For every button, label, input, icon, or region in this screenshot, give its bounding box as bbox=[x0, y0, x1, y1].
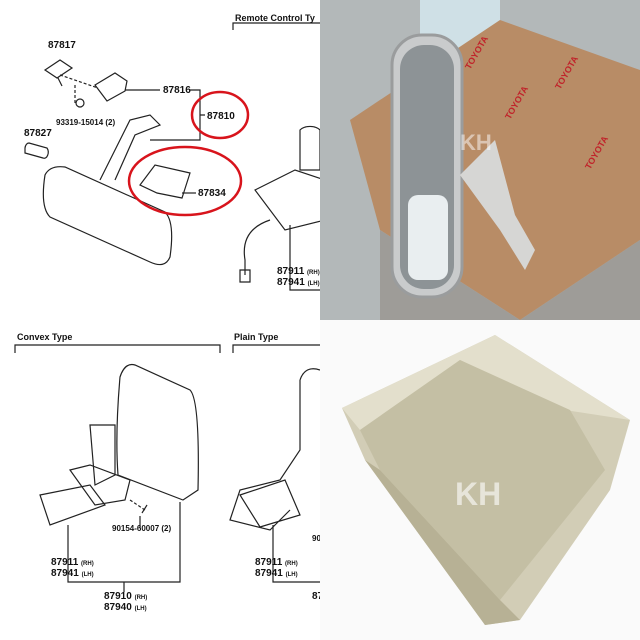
part-number-value: 87911 bbox=[51, 557, 79, 568]
part-number-value: 87941 bbox=[277, 277, 305, 288]
part-number: 87911 (RH) bbox=[51, 557, 94, 570]
part-number: 87911 (RH) bbox=[277, 266, 320, 279]
part-number: 93319-15014 (2) bbox=[56, 118, 116, 127]
part-number: 87941 (LH) bbox=[51, 568, 94, 581]
part-number-highlighted: 87810 bbox=[207, 111, 235, 122]
side-label: (RH) bbox=[307, 270, 320, 276]
mirror-diagram-drawing bbox=[24, 22, 320, 291]
mirror-photo: TOYOTA TOYOTA TOYOTA TOYOTA KH bbox=[320, 0, 640, 320]
side-label: (LH) bbox=[307, 281, 320, 287]
section-title-remote-control: Remote Control Ty bbox=[235, 13, 315, 23]
part-number: 87910 (RH) bbox=[104, 591, 147, 604]
part-number: 87940 (LH) bbox=[104, 602, 147, 615]
side-label: (RH) bbox=[134, 595, 148, 601]
part-number-value: 87940 bbox=[104, 602, 132, 613]
side-mirror-diagram-drawing bbox=[14, 344, 320, 592]
screw-part-number: 90154-60007 (2) bbox=[112, 524, 172, 533]
watermark: KH bbox=[460, 130, 492, 155]
part-number-partial: 90 bbox=[312, 534, 320, 543]
section-title-convex: Convex Type bbox=[17, 332, 73, 342]
part-number: 87911 (RH) bbox=[255, 557, 298, 570]
side-label: (RH) bbox=[81, 561, 94, 567]
mirror-photo-drawing: TOYOTA TOYOTA TOYOTA TOYOTA KH bbox=[320, 0, 640, 320]
section-title-plain: Plain Type bbox=[234, 332, 279, 342]
part-number-value: 87911 bbox=[277, 266, 305, 277]
part-number: 87941 (LH) bbox=[255, 568, 298, 581]
part-number: 87827 bbox=[24, 128, 52, 139]
part-number-value: 87911 bbox=[255, 557, 283, 568]
part-number: 87816 bbox=[163, 85, 191, 96]
part-number-value: 87941 bbox=[51, 568, 79, 579]
side-mirror-parts-diagram: Convex Type Plain Type 90154-60007 (2) 8… bbox=[0, 320, 320, 640]
part-number: 87817 bbox=[48, 40, 76, 51]
part-number-value: 87941 bbox=[255, 568, 283, 579]
part-number-value: 87910 bbox=[104, 591, 132, 602]
watermark: KH bbox=[455, 476, 501, 512]
side-label: (LH) bbox=[285, 572, 298, 578]
side-label: (LH) bbox=[134, 606, 147, 612]
side-label: (RH) bbox=[285, 561, 298, 567]
cover-photo: KH bbox=[320, 320, 640, 640]
side-label: (LH) bbox=[81, 572, 94, 578]
cover-photo-drawing: KH bbox=[342, 335, 630, 625]
rear-view-mirror-parts-diagram: Remote Control Ty 87817 87816 87810 9331… bbox=[0, 0, 320, 320]
part-number-partial: 87 bbox=[312, 591, 320, 602]
part-number-highlighted: 87834 bbox=[198, 188, 226, 199]
part-number: 87941 (LH) bbox=[277, 277, 320, 290]
